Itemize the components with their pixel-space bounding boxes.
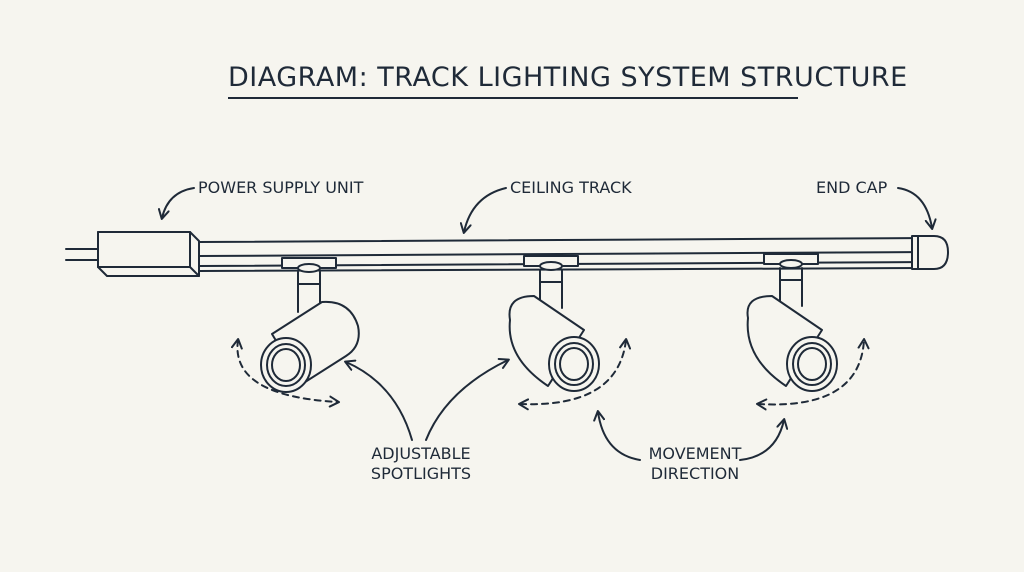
power-supply-arrow xyxy=(157,187,195,220)
spotlight-1 xyxy=(260,257,360,393)
spotlights-arrow-right xyxy=(425,357,510,441)
movement-label-line1: MOVEMENT xyxy=(648,444,742,463)
movement-arrow-left xyxy=(593,410,641,461)
diagram-title: DIAGRAM: TRACK LIGHTING SYSTEM STRUCTURE xyxy=(228,62,907,99)
rotation-arc-1 xyxy=(230,338,340,408)
spotlights-label: ADJUSTABLE SPOTLIGHTS xyxy=(366,444,476,484)
ceiling-track-arrow xyxy=(459,187,507,234)
ceiling-track-label: CEILING TRACK xyxy=(510,178,632,197)
rotation-arcs xyxy=(230,338,870,411)
end-cap xyxy=(911,235,949,270)
end-cap-label: END CAP xyxy=(816,178,888,197)
spotlights-label-line1: ADJUSTABLE xyxy=(371,444,471,463)
rotation-arc-3 xyxy=(756,338,870,411)
movement-label: MOVEMENT DIRECTION xyxy=(640,444,750,484)
spotlights-arrow-left xyxy=(344,359,413,441)
movement-arrow-right xyxy=(739,418,789,461)
spotlights-label-line2: SPOTLIGHTS xyxy=(370,464,472,483)
movement-label-line2: DIRECTION xyxy=(650,464,740,483)
power-supply-unit xyxy=(97,231,200,277)
spotlight-3 xyxy=(746,253,838,392)
power-supply-label: POWER SUPPLY UNIT xyxy=(198,178,364,197)
spotlight-2 xyxy=(508,255,600,392)
power-cable xyxy=(65,248,99,261)
rotation-arc-2 xyxy=(518,338,632,411)
end-cap-arrow xyxy=(897,187,937,230)
